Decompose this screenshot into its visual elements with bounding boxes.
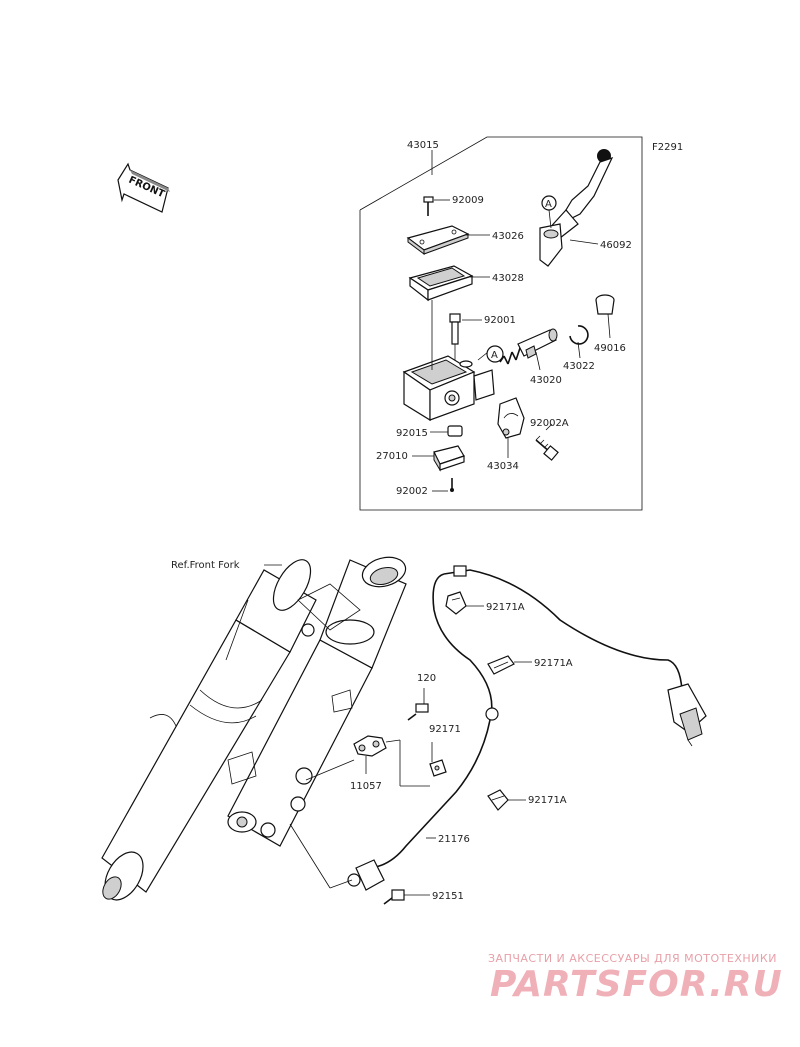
- clamp-92171A-3: [487, 789, 526, 811]
- clamp-bolt-92002A: [535, 423, 559, 461]
- ref-front-fork-label: Ref.Front Fork: [171, 560, 240, 571]
- master-cylinder-frame: [359, 136, 643, 511]
- sensor-cable-21176: [347, 565, 707, 891]
- dust-boot-49016: [595, 294, 615, 339]
- label-46092: 46092: [600, 240, 632, 251]
- label-11057: 11057: [350, 781, 382, 792]
- label-92015: 92015: [396, 428, 428, 439]
- bolt-120: [407, 703, 429, 721]
- label-27010: 27010: [376, 451, 408, 462]
- front-fork: [101, 556, 407, 901]
- label-92171: 92171: [429, 724, 461, 735]
- screw-92002: [432, 478, 454, 492]
- callout-a-lower-circle: [486, 345, 504, 363]
- label-43034: 43034: [487, 461, 519, 472]
- clamp-43034: [497, 397, 525, 458]
- callout-a-lower: A: [491, 350, 498, 361]
- bolt-92151: [383, 889, 430, 905]
- label-92171A-3: 92171A: [528, 795, 567, 806]
- label-92171A-1: 92171A: [486, 602, 525, 613]
- screw-92009: [423, 196, 450, 216]
- label-92151: 92151: [432, 891, 464, 902]
- label-43015: 43015: [407, 140, 439, 151]
- label-43028: 43028: [492, 273, 524, 284]
- cap-92015: [430, 425, 463, 437]
- label-120: 120: [417, 673, 436, 684]
- label-43026: 43026: [492, 231, 524, 242]
- label-92002A: 92002A: [530, 418, 569, 429]
- label-43020: 43020: [530, 375, 562, 386]
- piston-assy-43020: [499, 328, 558, 371]
- bracket-11057: [353, 735, 387, 774]
- label-43022: 43022: [563, 361, 595, 372]
- label-21176: 21176: [438, 834, 470, 845]
- label-92009: 92009: [452, 195, 484, 206]
- watermark-logo[interactable]: PARTSFOR.RU: [490, 964, 783, 1005]
- reservoir-cap-43026: [406, 225, 490, 255]
- callout-a-upper: A: [545, 199, 552, 210]
- label-92002: 92002: [396, 486, 428, 497]
- label-92001: 92001: [484, 315, 516, 326]
- circlip-43022: [569, 325, 589, 359]
- leader-lines: [289, 688, 433, 889]
- label-92171A-2: 92171A: [534, 658, 573, 669]
- clamp-92171A-1: [445, 591, 484, 615]
- watermark-tagline: ЗАПЧАСТИ И АКСЕССУАРЫ ДЛЯ МОТОТЕХНИКИ: [488, 952, 777, 965]
- figure-code: F2291: [652, 142, 683, 153]
- brake-switch-27010: [412, 445, 465, 472]
- front-arrow-icon: FRONT: [117, 162, 170, 213]
- master-cylinder-body: [402, 300, 495, 422]
- brake-lever-46092: [539, 149, 614, 267]
- label-49016: 49016: [594, 343, 626, 354]
- clamp-92171A-2: [487, 655, 532, 675]
- diaphragm-43028: [408, 265, 490, 302]
- pivot-bolt-92001: [449, 313, 482, 345]
- clamp-92171: [429, 759, 447, 777]
